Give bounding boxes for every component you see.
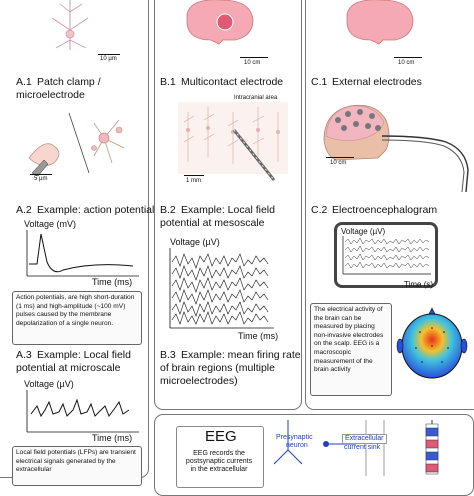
a2-xlabel: Time (ms) bbox=[92, 277, 133, 287]
eeg-title: EEG bbox=[205, 428, 237, 445]
b1-number: B.1 bbox=[160, 76, 176, 88]
patch-clamp-illustration bbox=[28, 112, 125, 177]
c2-number: C.2 bbox=[311, 204, 328, 216]
lfp-microscale-plot bbox=[26, 390, 139, 433]
b1-title: Multicontact electrode bbox=[181, 76, 284, 88]
c2-xlabel: Time (s) bbox=[404, 280, 434, 289]
scale-bar-b-top bbox=[240, 57, 268, 58]
b3-title-line3: microelectrodes) bbox=[160, 375, 238, 387]
b2-title-line2: potential at mesoscale bbox=[160, 217, 265, 229]
a1-title-line2: microelectrode bbox=[16, 89, 85, 101]
scale-label-a-top: 10 µm bbox=[100, 56, 117, 62]
scalp-map-illustration bbox=[396, 307, 468, 379]
a2-ylabel: Voltage (mV) bbox=[24, 219, 77, 229]
eeg-monitor bbox=[334, 222, 438, 288]
eeg-trace-plot bbox=[342, 236, 431, 275]
a2-note: Action potentials, are high short-durati… bbox=[12, 291, 142, 345]
extracellular-label: Extracellular bbox=[342, 434, 387, 444]
c2-title: Electroencephalogram bbox=[332, 204, 438, 216]
a2-number: A.2 bbox=[16, 204, 32, 216]
a3-title-line1: Example: Local field bbox=[37, 349, 131, 361]
multicontact-electrode-illustration bbox=[178, 102, 288, 181]
c1-scale-bar bbox=[326, 157, 354, 158]
a3-ylabel: Voltage (µV) bbox=[24, 379, 74, 389]
scale-label-c-top: 10 cm bbox=[398, 60, 415, 66]
eeg-cap-illustration bbox=[323, 104, 469, 193]
b1-scale-label: 1 mm bbox=[186, 178, 201, 184]
c2-note: The electrical activity of the brain can… bbox=[310, 303, 392, 396]
c2-ylabel: Voltage (µV) bbox=[341, 227, 386, 236]
scale-bar-c-top bbox=[394, 57, 422, 58]
c1-scale-label: 10 cm bbox=[330, 160, 347, 166]
b2-number: B.2 bbox=[160, 204, 176, 216]
c1-title: External electrodes bbox=[332, 76, 422, 88]
action-potential-plot bbox=[26, 230, 139, 277]
a1-scale-label: 5 µm bbox=[34, 176, 48, 182]
b3-title-line2: of brain regions (multiple bbox=[160, 362, 275, 374]
a3-title-line2: potential at microscale bbox=[16, 362, 121, 374]
neuron-label: neuron bbox=[286, 442, 308, 449]
b2-xlabel: Time (ms) bbox=[238, 331, 279, 341]
a3-number: A.3 bbox=[16, 349, 32, 361]
brain-illustration-b bbox=[186, 0, 254, 45]
c1-number: C.1 bbox=[311, 76, 328, 88]
a1-title-line1: Patch clamp / bbox=[37, 76, 101, 88]
brain-illustration-c bbox=[346, 0, 414, 45]
panel-b bbox=[154, 0, 302, 410]
b1-area-label: Intracranial area bbox=[234, 95, 278, 101]
b3-title-line1: Example: mean firing rate bbox=[181, 349, 301, 361]
a3-note: Local field potentials (LFPs) are transi… bbox=[12, 446, 142, 486]
scale-label-b-top: 10 cm bbox=[244, 60, 261, 66]
presynaptic-label: Presynaptic bbox=[276, 434, 313, 441]
neuron-illustration-top bbox=[51, 0, 89, 50]
a1-number: A.1 bbox=[16, 76, 32, 88]
a2-title: Example: action potential bbox=[37, 204, 155, 216]
scale-bar-a-top bbox=[98, 54, 120, 55]
b2-title-line1: Example: Local field bbox=[181, 204, 275, 216]
b2-ylabel: Voltage (µV) bbox=[170, 237, 220, 247]
panel-a bbox=[0, 0, 149, 478]
b3-number: B.3 bbox=[160, 349, 176, 361]
a1-scale-bar bbox=[30, 174, 52, 175]
current-sink-label: current sink bbox=[344, 444, 381, 451]
eeg-description: EEG records the postsynaptic currents in… bbox=[185, 450, 253, 474]
b1-scale-bar bbox=[184, 175, 204, 176]
a3-xlabel: Time (ms) bbox=[92, 433, 133, 443]
lfp-mesoscale-plot bbox=[169, 248, 274, 329]
